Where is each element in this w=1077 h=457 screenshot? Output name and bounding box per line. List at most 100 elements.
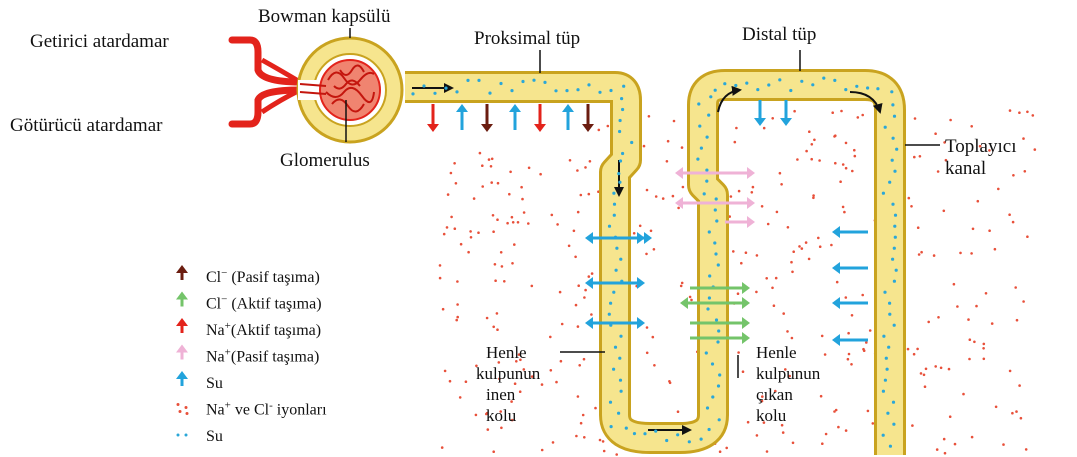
ion-dot — [1018, 111, 1021, 114]
label-asc-4: kolu — [756, 406, 787, 425]
ion-dot — [742, 370, 745, 373]
ion-dot — [519, 390, 522, 393]
water-dot — [617, 172, 620, 175]
ion-dot — [997, 188, 1000, 191]
water-dot — [886, 368, 889, 371]
ion-arrow — [427, 104, 439, 132]
ion-arrow — [582, 104, 594, 132]
water-dot — [608, 225, 611, 228]
water-dot — [619, 379, 622, 382]
ion-dot — [834, 162, 837, 165]
ion-dot — [1024, 170, 1027, 173]
ion-dot — [819, 245, 822, 248]
ion-dot — [1016, 319, 1019, 322]
ion-dot — [555, 381, 558, 384]
water-dot — [715, 219, 718, 222]
ion-dot — [470, 236, 473, 239]
water-dot — [894, 214, 897, 217]
ion-dot — [576, 169, 579, 172]
ion-dot — [943, 210, 946, 213]
water-dot — [433, 92, 436, 95]
ion-dot — [559, 291, 562, 294]
ion-dot — [494, 279, 497, 282]
ion-dot — [925, 368, 928, 371]
ion-dot — [973, 341, 976, 344]
ion-dot — [645, 253, 648, 256]
label-desc-2: kulpunun — [476, 364, 541, 383]
water-dot — [706, 406, 709, 409]
ion-dot — [937, 170, 940, 173]
ion-dot — [488, 158, 491, 161]
ion-dot — [1015, 410, 1018, 413]
water-dot — [756, 88, 759, 91]
ion-dot — [763, 127, 766, 130]
ion-dot — [453, 162, 456, 165]
water-dot — [717, 384, 720, 387]
ion-dot — [523, 211, 526, 214]
water-dot — [715, 197, 718, 200]
ion-dot — [991, 322, 994, 325]
water-dot — [698, 125, 701, 128]
ion-dot — [907, 348, 910, 351]
ion-dot — [920, 372, 923, 375]
water-dot — [893, 324, 896, 327]
ion-dot — [496, 312, 499, 315]
ion-dot — [934, 132, 937, 135]
ion-dot — [492, 450, 495, 453]
ion-dot — [911, 424, 914, 427]
ion-dot — [830, 244, 833, 247]
arrow-up-icon — [176, 318, 188, 333]
label-desc-3: inen — [486, 385, 516, 404]
ion-dot — [689, 296, 692, 299]
water-arrow — [509, 104, 521, 130]
ion-dot — [690, 299, 693, 302]
water-dot — [708, 428, 711, 431]
water-dot — [521, 80, 524, 83]
water-dot — [444, 87, 447, 90]
ion-dot — [573, 230, 576, 233]
ion-dot — [560, 360, 563, 363]
ion-dot — [908, 197, 911, 200]
water-dot — [618, 357, 621, 360]
water-dot — [844, 88, 847, 91]
water-dot — [711, 395, 714, 398]
ion-dot — [467, 251, 470, 254]
water-dot — [891, 258, 894, 261]
tubule — [298, 38, 890, 455]
water-arrow — [456, 104, 468, 130]
water-dot — [767, 83, 770, 86]
ion-dot — [811, 143, 814, 146]
legend-label: Na+ ve Cl- iyonları — [206, 400, 327, 419]
water-dot — [716, 340, 719, 343]
water-dot — [893, 247, 896, 250]
ion-dot — [730, 195, 733, 198]
label-afferent: Getirici atardamar — [30, 31, 169, 52]
ion-dot — [673, 120, 676, 123]
ion-dot — [937, 316, 940, 319]
ion-dot — [662, 197, 665, 200]
ion-dot — [1026, 111, 1029, 114]
ion-dot — [591, 272, 594, 275]
water-dot — [882, 192, 885, 195]
water-dot — [617, 412, 620, 415]
ion-dot — [528, 167, 531, 170]
water-dot — [676, 433, 679, 436]
water-dot — [708, 296, 711, 299]
water-dot — [614, 346, 617, 349]
ion-dot — [913, 156, 916, 159]
water-dot — [576, 88, 579, 91]
ion-dot — [924, 385, 927, 388]
ion-dot — [948, 368, 951, 371]
water-dot — [895, 148, 898, 151]
ion-dot — [848, 353, 851, 356]
ion-dot — [648, 115, 651, 118]
ion-dot — [527, 222, 530, 225]
ion-dot — [541, 449, 544, 452]
tubule-water-dots — [411, 77, 898, 448]
ion-dot — [791, 271, 794, 274]
water-dot — [889, 445, 892, 448]
water-dot — [703, 192, 706, 195]
water-dot — [886, 412, 889, 415]
water-dot — [888, 181, 891, 184]
ion-dot — [578, 364, 581, 367]
